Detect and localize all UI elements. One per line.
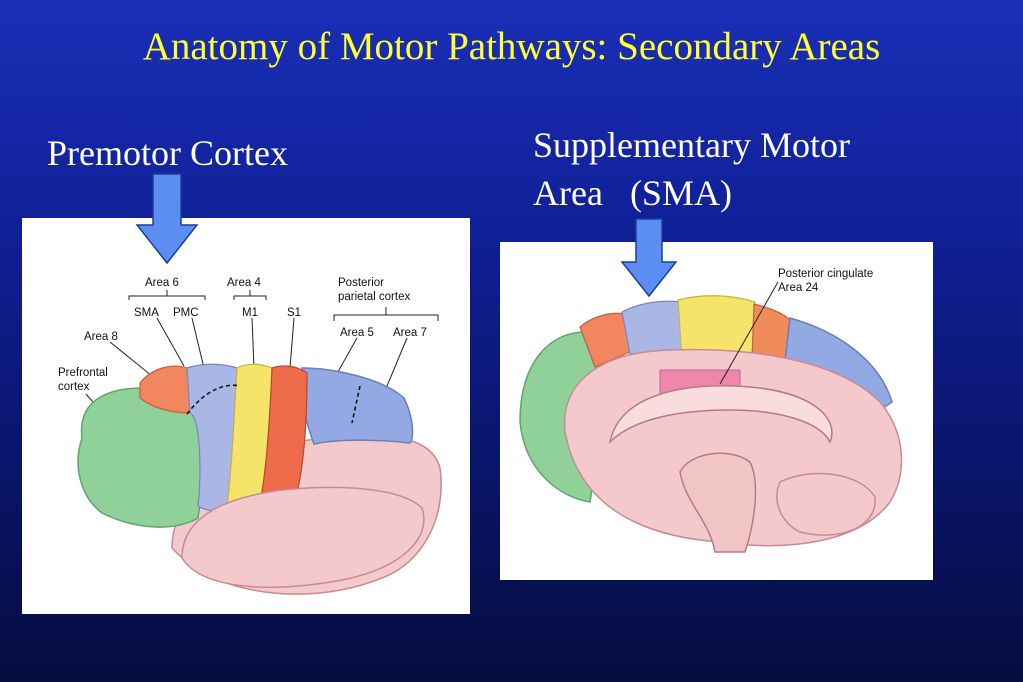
premotor-cortex-heading: Premotor Cortex — [47, 133, 288, 173]
medial-brain-diagram: Posterior cingulate Area 24 — [519, 268, 903, 553]
premotor-arrow-icon — [135, 173, 199, 265]
sma-heading-line2: Area (SMA) — [533, 173, 732, 213]
posterior-cingulate-label: Posterior cingulate — [778, 268, 873, 280]
prefrontal-label-2: cortex — [58, 381, 90, 393]
medial-brain-panel: Posterior cingulate Area 24 — [500, 242, 933, 580]
pmc-label: PMC — [173, 307, 199, 319]
sma-arrow-icon — [620, 218, 678, 298]
area5-label: Area 5 — [340, 327, 374, 339]
sma-heading-line1: Supplementary Motor — [533, 125, 850, 165]
posterior-parietal-label-2: parietal cortex — [338, 291, 410, 303]
sma-label: SMA — [134, 307, 159, 319]
area4-label: Area 4 — [227, 277, 261, 289]
area24-label: Area 24 — [778, 282, 819, 294]
area6-label: Area 6 — [145, 277, 179, 289]
lateral-brain-panel: Area 6 Area 4 Posterior parietal cortex … — [22, 218, 470, 614]
lateral-brain-diagram: Area 6 Area 4 Posterior parietal cortex … — [58, 277, 442, 595]
s1-label: S1 — [287, 307, 301, 319]
posterior-parietal-label-1: Posterior — [338, 277, 384, 289]
prefrontal-label-1: Prefrontal — [58, 367, 108, 379]
area8-label: Area 8 — [84, 331, 118, 343]
slide-title: Anatomy of Motor Pathways: Secondary Are… — [142, 25, 881, 68]
area7-label: Area 7 — [393, 327, 427, 339]
m1-label: M1 — [242, 307, 258, 319]
